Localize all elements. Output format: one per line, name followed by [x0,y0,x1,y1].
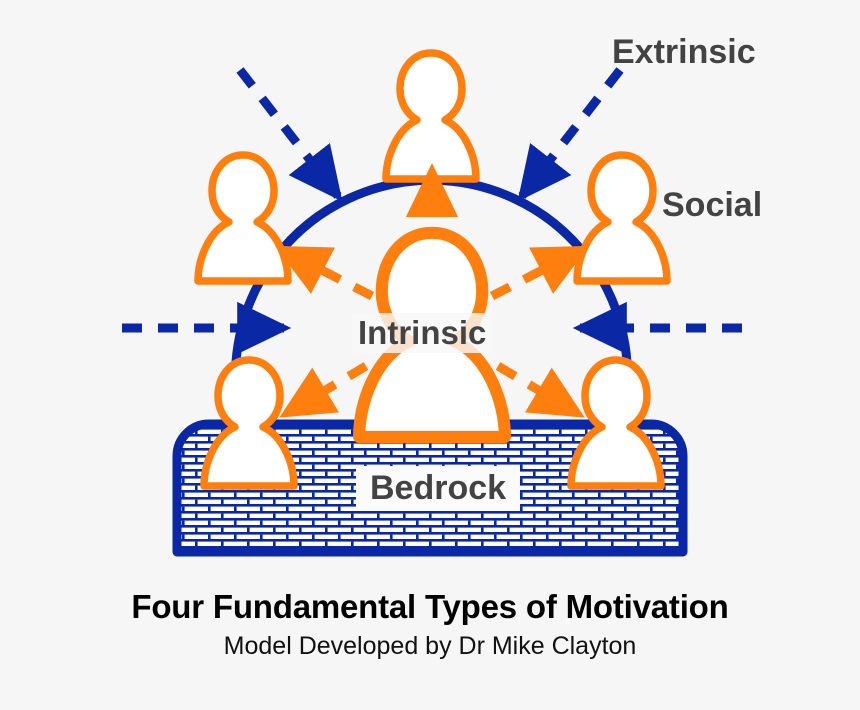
intrinsic-arrow-upper-left [275,245,375,300]
label-intrinsic: Intrinsic [352,313,493,353]
upper-right-figure [577,155,667,281]
label-bedrock: Bedrock [356,466,521,511]
label-social: Social [662,186,763,224]
title-block: Four Fundamental Types of Motivation Mod… [0,588,860,661]
label-extrinsic: Extrinsic [612,33,756,71]
top-center-figure [386,53,476,179]
extrinsic-arrow-upper-right [517,67,624,202]
intrinsic-arrow-lower-right [495,362,585,418]
page-title: Four Fundamental Types of Motivation [131,588,729,625]
intrinsic-arrow-upper-right [489,245,589,300]
page-subtitle: Model Developed by Dr Mike Clayton [223,632,637,660]
upper-left-figure [198,155,288,281]
intrinsic-arrow-lower-left [279,362,369,418]
inward-arrow-group [122,67,742,355]
extrinsic-arrow-upper-left [236,67,343,202]
